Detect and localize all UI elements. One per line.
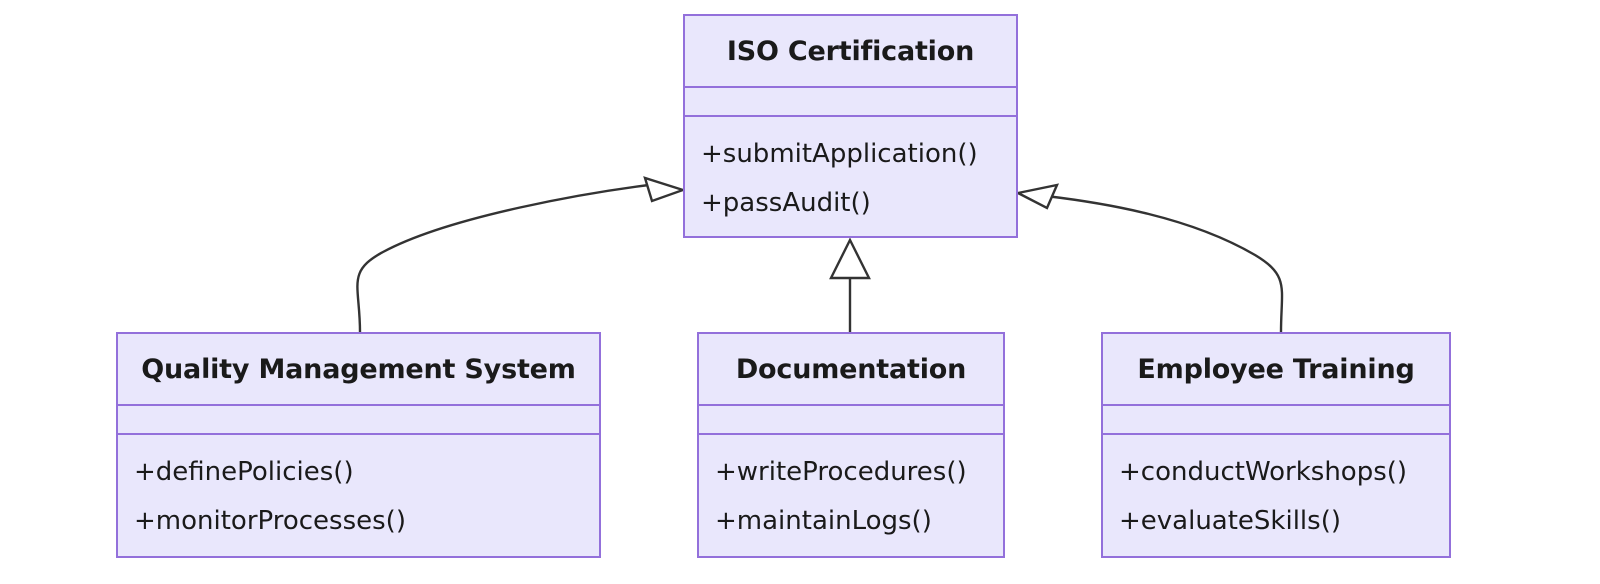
class-method-item: +conductWorkshops() [1119,457,1408,487]
class-name-quality-management-system: Quality Management System [141,353,576,385]
hollow-triangle-arrowhead-training [1014,183,1060,210]
edge-line-training-iso [1045,194,1284,333]
class-methods-compartment-employee-training: +conductWorkshops() +evaluateSkills() [1103,433,1449,556]
uml-class-box-employee-training[interactable]: Employee Training +conductWorkshops() +e… [1101,332,1451,558]
hollow-triangle-arrowhead-documentation [829,237,871,280]
uml-class-box-documentation[interactable]: Documentation +writeProcedures() +mainta… [697,332,1005,558]
class-method-item: +writeProcedures() [715,457,967,487]
class-method-item: +definePolicies() [134,457,354,487]
class-name-documentation: Documentation [735,353,967,385]
class-attributes-compartment-quality-management-system [118,404,599,433]
class-name-employee-training: Employee Training [1137,353,1415,385]
generalization-training-to-iso [1014,183,1284,333]
generalization-documentation-to-iso [829,237,871,332]
uml-class-box-iso-certification[interactable]: ISO Certification +submitApplication() +… [683,14,1018,238]
uml-class-box-quality-management-system[interactable]: Quality Management System +definePolicie… [116,332,601,558]
class-attributes-compartment-iso-certification [685,86,1016,115]
hollow-triangle-arrowhead-qms [643,176,687,203]
class-method-item: +passAudit() [701,188,871,218]
class-methods-compartment-iso-certification: +submitApplication() +passAudit() [685,115,1016,236]
class-attributes-compartment-employee-training [1103,404,1449,433]
class-method-item: +evaluateSkills() [1119,506,1341,536]
class-method-item: +submitApplication() [701,139,978,169]
class-method-item: +maintainLogs() [715,506,932,536]
class-methods-compartment-quality-management-system: +definePolicies() +monitorProcesses() [118,433,599,556]
class-attributes-compartment-documentation [699,404,1003,433]
class-name-iso-certification: ISO Certification [726,35,975,67]
edge-line-qms-iso [356,182,658,333]
generalization-qms-to-iso [356,176,687,333]
class-method-item: +monitorProcesses() [134,506,406,536]
class-methods-compartment-documentation: +writeProcedures() +maintainLogs() [699,433,1003,556]
